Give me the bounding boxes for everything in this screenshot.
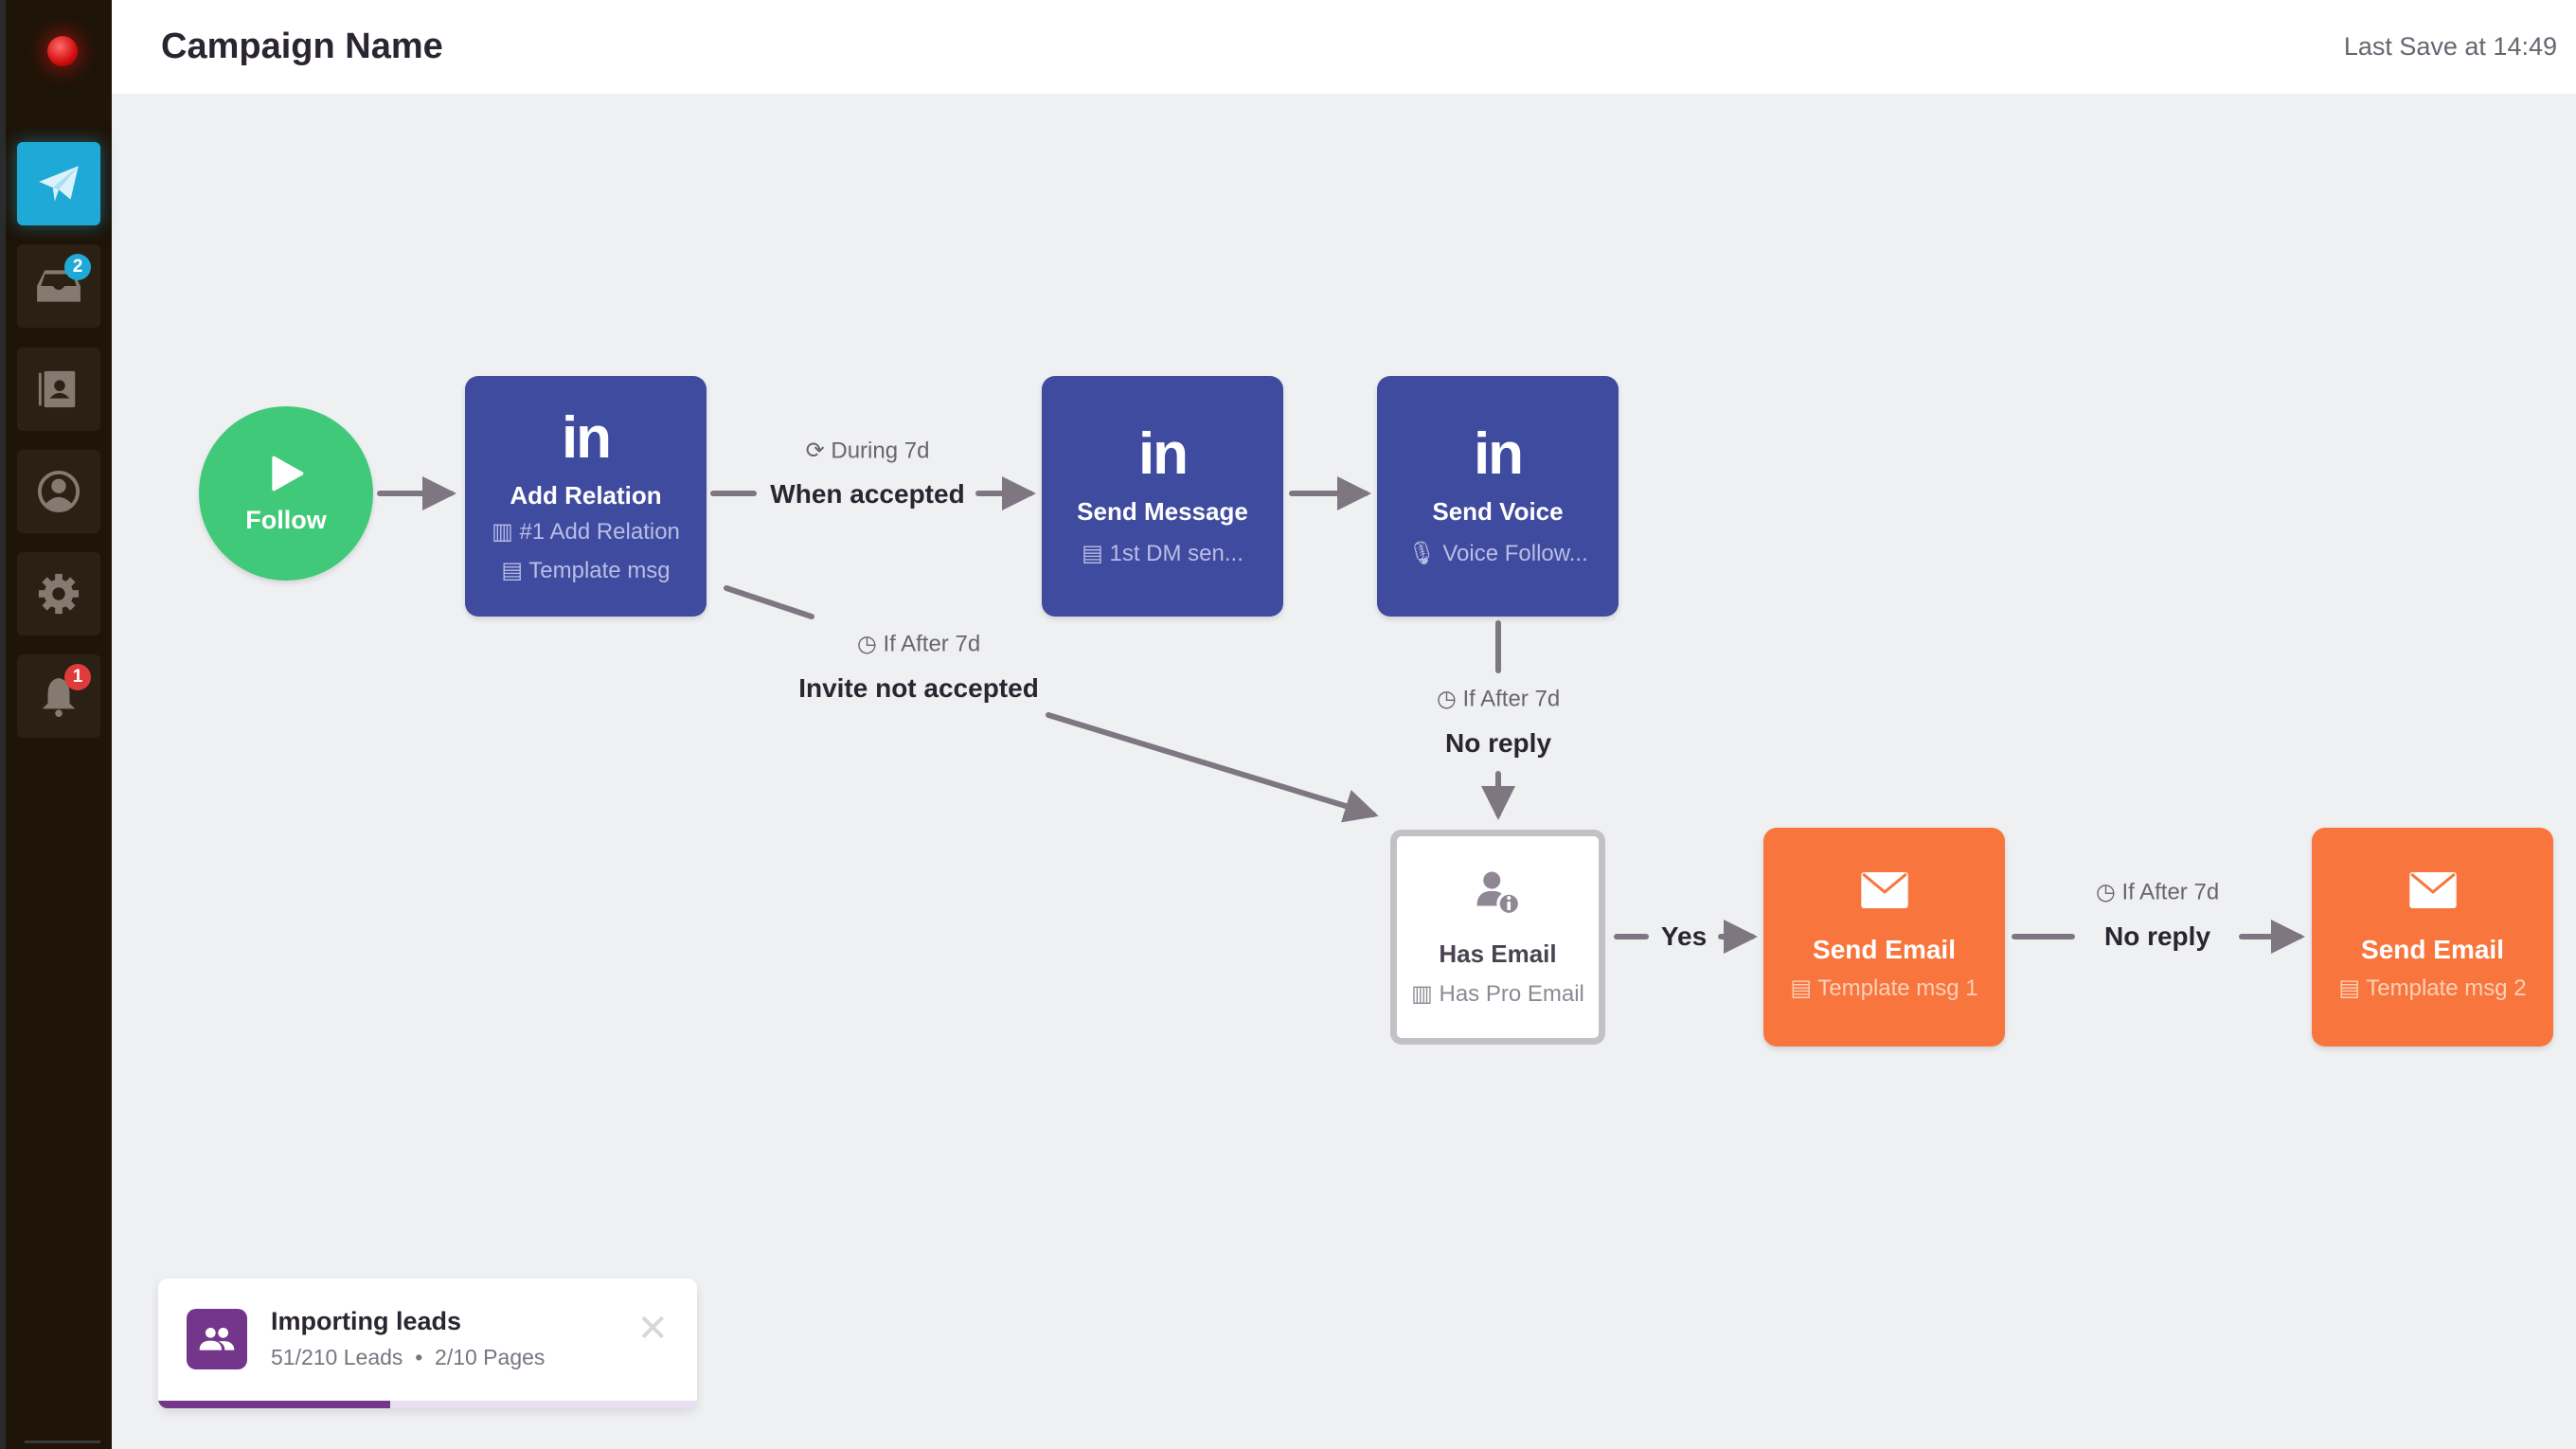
user-circle-icon <box>37 470 80 513</box>
message-icon: ▤ <box>2338 975 2367 1001</box>
play-icon <box>272 456 304 491</box>
node-title: Add Relation <box>510 480 662 510</box>
message-icon: ▤ <box>1790 975 1818 1001</box>
chat-icon: ▤ <box>501 557 529 583</box>
linkedin-icon: in <box>561 404 612 471</box>
edge-label: No reply <box>1444 728 1552 758</box>
paper-plane-icon <box>39 166 79 202</box>
app-logo <box>47 36 78 66</box>
toast-separator: • <box>415 1345 423 1369</box>
gear-icon <box>38 573 80 615</box>
users-icon <box>187 1309 247 1369</box>
toast-title: Importing leads <box>271 1307 462 1335</box>
start-label: Follow <box>245 505 327 534</box>
edge-condition: ◷ If After 7d <box>2095 879 2220 905</box>
node-send-email-2[interactable]: Send Email ▤ Template msg 2 <box>2312 828 2553 1046</box>
chart-icon: ▥ <box>1411 980 1440 1007</box>
node-send-email-1[interactable]: Send Email ▤ Template msg 1 <box>1763 828 2005 1046</box>
node-title: Send Email <box>1813 935 1956 964</box>
edge-condition: ◷ If After 7d <box>1436 686 1561 712</box>
chat-icon: ▤ <box>1082 541 1110 566</box>
last-save-status: Last Save at 14:49 <box>2343 32 2557 61</box>
edge-add-notaccepted <box>724 585 814 619</box>
page-title[interactable]: Campaign Name <box>161 27 443 66</box>
linkedin-icon: in <box>1137 421 1189 487</box>
edge-notaccepted-hasemail <box>1046 712 1379 823</box>
close-icon[interactable]: ✕ <box>636 1308 669 1350</box>
edge-label: No reply <box>2103 921 2211 951</box>
user-info-icon <box>1476 871 1521 916</box>
envelope-icon <box>2408 872 2457 908</box>
toast-leads: 51/210 Leads <box>271 1345 403 1369</box>
sidebar-item-campaigns[interactable] <box>17 142 100 225</box>
node-sub: Voice Follow... <box>1442 541 1588 566</box>
node-sub: #1 Add Relation <box>519 518 680 545</box>
sidebar-item-profile[interactable] <box>17 450 100 533</box>
notifications-badge: 1 <box>64 664 91 690</box>
node-title: Has Email <box>1439 939 1557 968</box>
edge-label: When accepted <box>770 479 965 509</box>
sidebar-item-notifications[interactable]: 1 <box>17 654 100 738</box>
node-sub: 1st DM sen... <box>1109 541 1243 566</box>
progress-bar <box>158 1401 697 1408</box>
edge-label: Yes <box>1660 921 1708 951</box>
node-send-voice[interactable]: in Send Voice 🎙︎ Voice Follow... <box>1377 376 1619 617</box>
edge-condition: ◷ If After 7d <box>856 631 981 657</box>
node-title: Send Voice <box>1432 497 1564 526</box>
progress-fill <box>158 1401 390 1408</box>
node-sub: Template msg 1 <box>1817 975 1978 1001</box>
node-title: Send Message <box>1077 497 1248 526</box>
sidebar: 2 1 <box>0 0 112 1449</box>
clock-icon: ◷ <box>856 631 884 657</box>
node-has-email[interactable]: Has Email ▥ Has Pro Email <box>1390 830 1605 1045</box>
chart-icon: ▥ <box>492 518 520 545</box>
envelope-icon <box>1860 872 1908 908</box>
address-book-icon <box>38 370 76 408</box>
toast-pages: 2/10 Pages <box>435 1345 546 1369</box>
import-toast: Importing leads 51/210 Leads • 2/10 Page… <box>158 1279 697 1408</box>
node-add-relation[interactable]: in Add Relation ▥ #1 Add Relation ▤ Temp… <box>465 376 707 617</box>
sidebar-divider <box>25 1440 100 1443</box>
node-sub: Has Pro Email <box>1439 980 1584 1007</box>
node-send-message[interactable]: in Send Message ▤ 1st DM sen... <box>1042 376 1283 617</box>
refresh-icon: ⟳ <box>805 438 832 464</box>
node-sub: Template msg <box>528 557 671 583</box>
start-node-follow[interactable]: Follow <box>199 406 373 581</box>
sidebar-item-contacts[interactable] <box>17 348 100 431</box>
node-title: Send Email <box>2361 935 2504 964</box>
node-sub: Template msg 2 <box>2366 975 2527 1001</box>
header: Campaign Name Last Save at 14:49 <box>112 0 2576 94</box>
sidebar-item-inbox[interactable]: 2 <box>17 244 100 328</box>
clock-icon: ◷ <box>1436 686 1463 712</box>
sidebar-item-settings[interactable] <box>17 552 100 635</box>
edge-label: Invite not accepted <box>798 673 1039 703</box>
clock-icon: ◷ <box>2095 879 2122 905</box>
edge-condition: ⟳ During 7d <box>805 438 930 464</box>
inbox-badge: 2 <box>64 254 91 280</box>
linkedin-icon: in <box>1473 421 1524 487</box>
microphone-icon: 🎙︎ <box>1407 541 1443 566</box>
